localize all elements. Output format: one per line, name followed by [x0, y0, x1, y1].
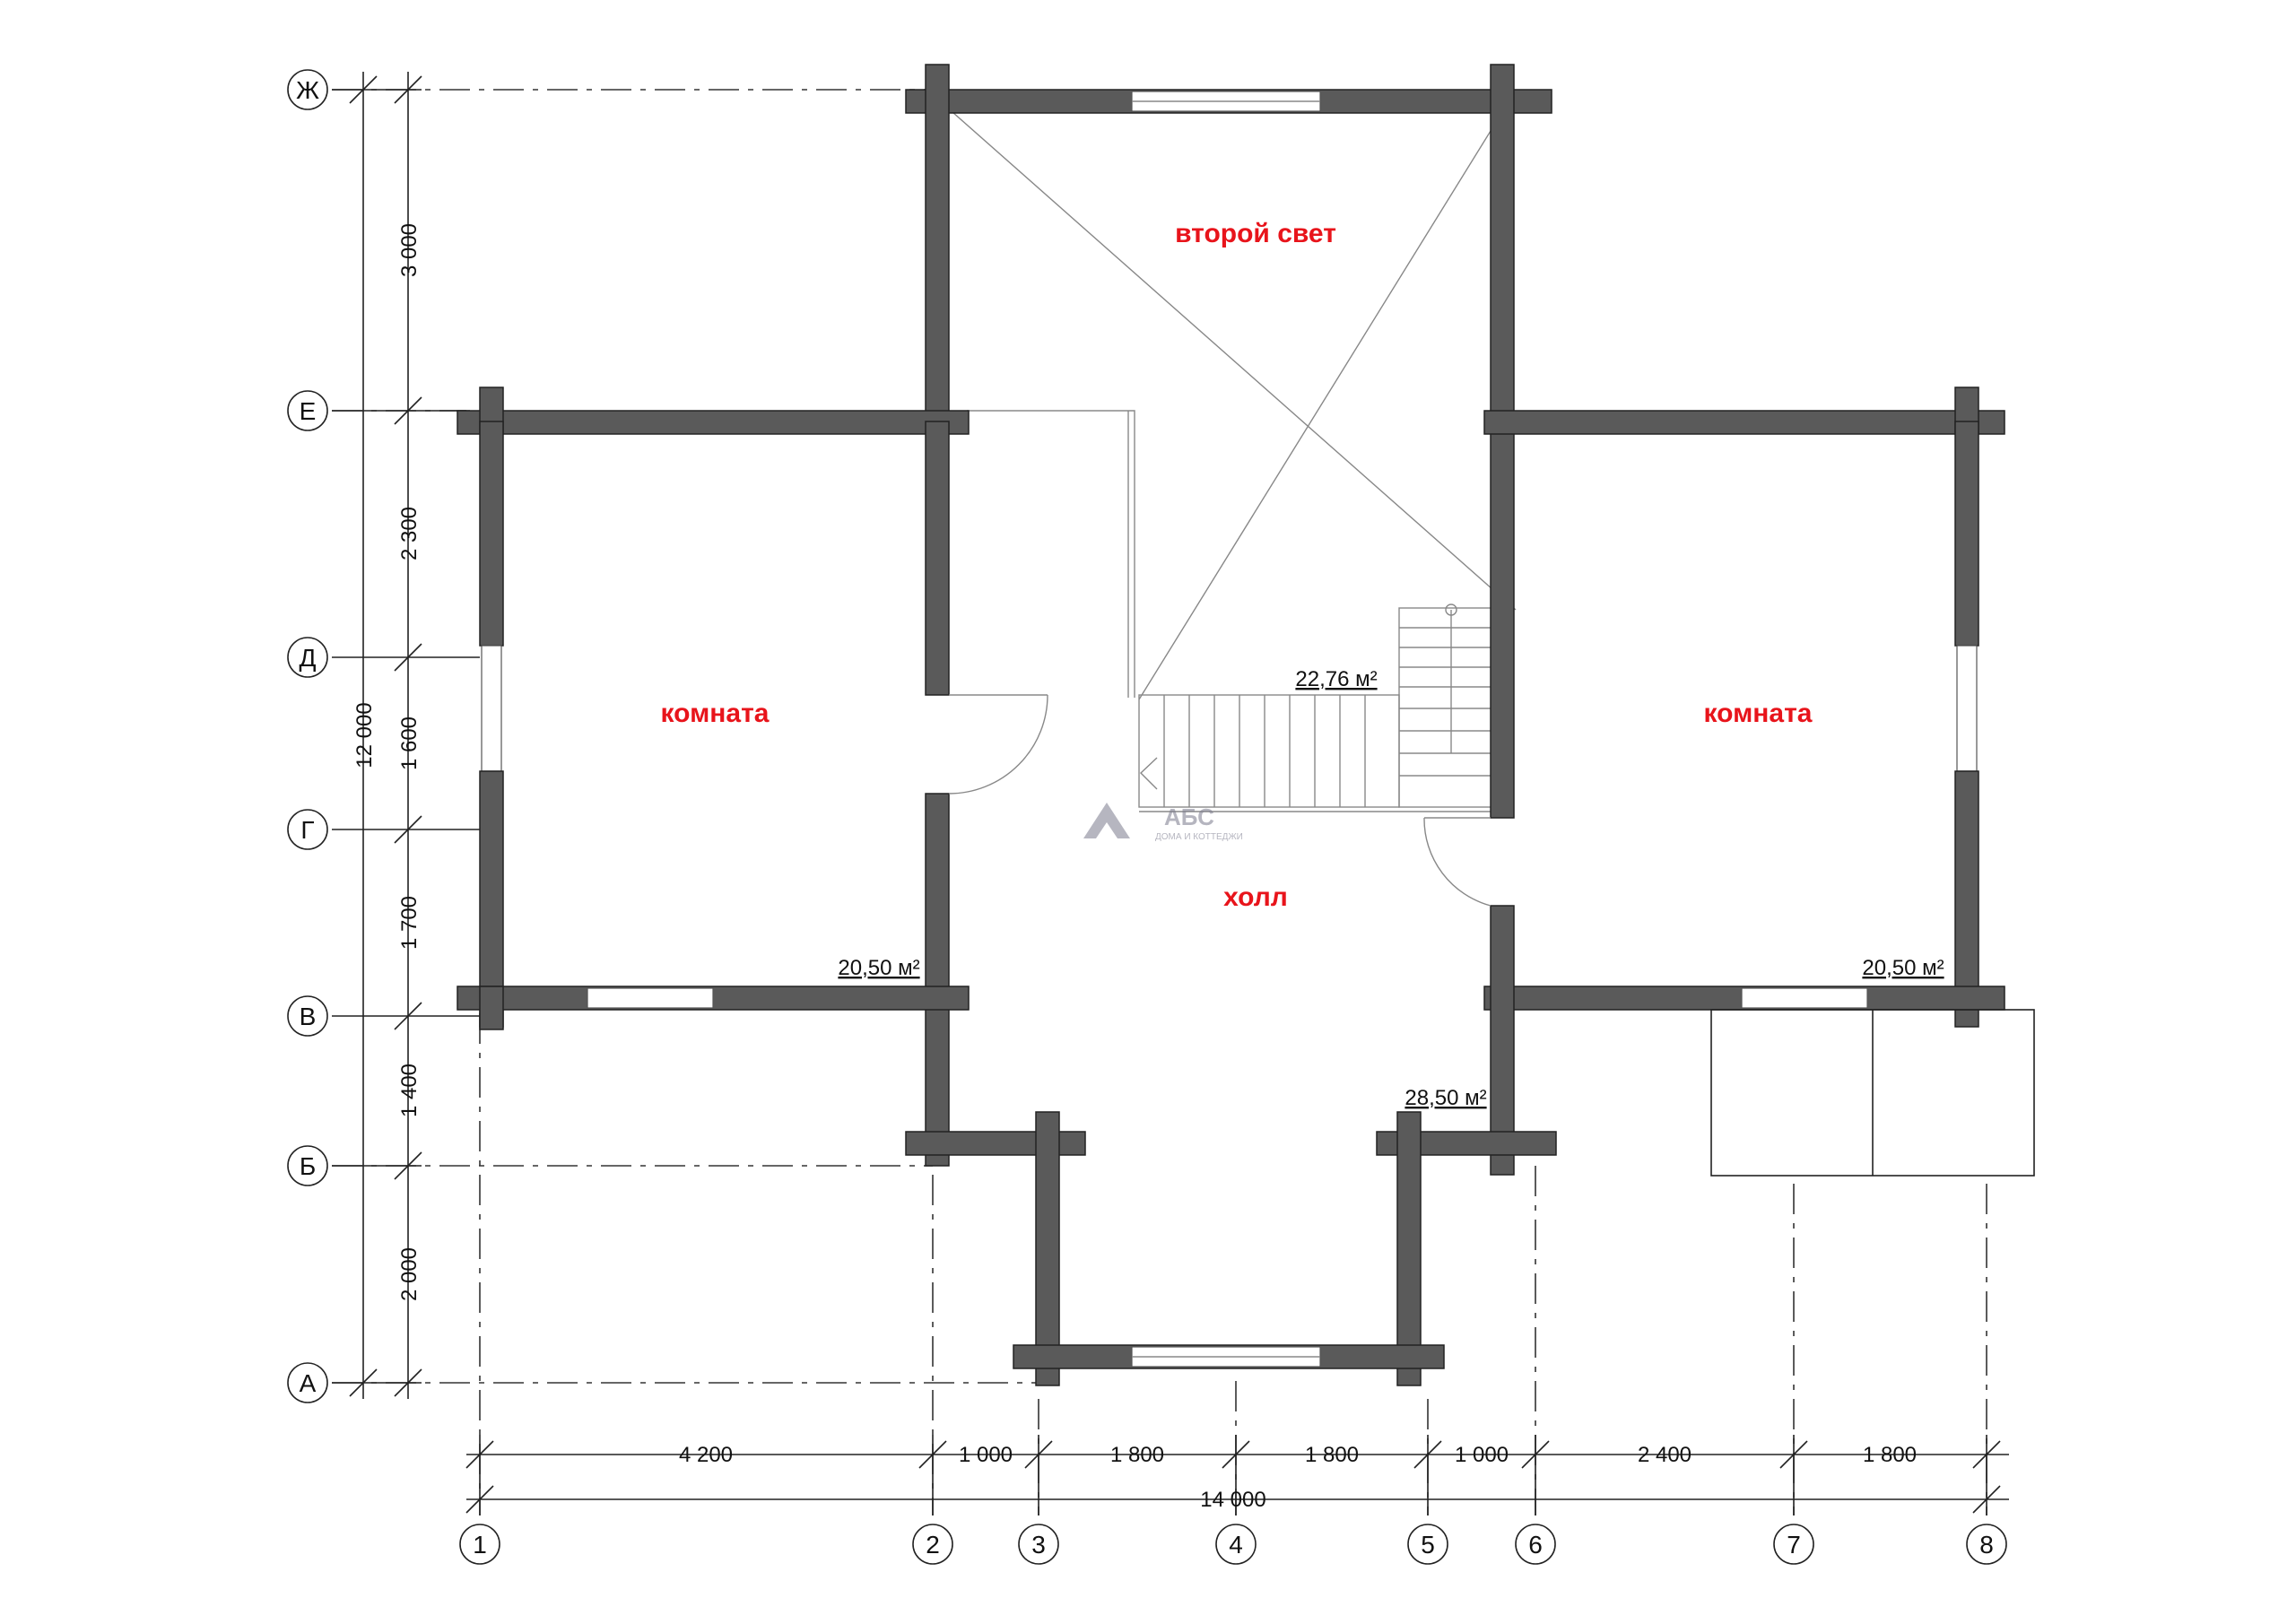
- row-axis-bubbles: Ж Е Д Г В Б А: [287, 69, 328, 1403]
- logo-triangle-icon: [1083, 803, 1130, 838]
- dim-v-2: 2 300: [397, 507, 422, 560]
- svg-text:Д: Д: [300, 644, 317, 672]
- label-hall: холл: [1223, 882, 1288, 912]
- vertical-dimensions: 3 000 2 300 1 600 1 700 1 400 2 000 12 0…: [332, 72, 480, 1399]
- walls: [457, 64, 2005, 1386]
- svg-text:2: 2: [926, 1531, 940, 1559]
- axis-row-v: В: [287, 995, 328, 1037]
- label-second-light: второй свет: [1175, 219, 1336, 248]
- label-left-room: комната: [661, 699, 770, 728]
- svg-text:Г: Г: [300, 816, 314, 844]
- dim-h-2: 1 000: [959, 1443, 1013, 1467]
- svg-text:Е: Е: [300, 397, 317, 425]
- dim-v-4: 1 700: [397, 896, 422, 950]
- axis-col-5: 5: [1407, 1524, 1448, 1565]
- dim-v-6: 2 000: [397, 1247, 422, 1301]
- svg-text:А: А: [300, 1369, 317, 1397]
- axis-col-7: 7: [1773, 1524, 1814, 1565]
- area-hall: 28,50 м²: [1405, 1086, 1486, 1110]
- area-stair: 22,76 м²: [1295, 667, 1377, 691]
- dim-h-total: 14 000: [1200, 1488, 1265, 1512]
- grid-lines: [332, 89, 1987, 1515]
- axis-col-6: 6: [1515, 1524, 1556, 1565]
- dim-v-5: 1 400: [397, 1064, 422, 1117]
- dim-h-5: 1 000: [1455, 1443, 1509, 1467]
- area-left-room: 20,50 м²: [838, 956, 919, 980]
- svg-text:Ж: Ж: [296, 76, 319, 104]
- svg-text:6: 6: [1528, 1531, 1543, 1559]
- dim-h-7: 1 800: [1863, 1443, 1917, 1467]
- svg-text:8: 8: [1979, 1531, 1994, 1559]
- logo-brand: АБС: [1164, 803, 1214, 830]
- doors: [948, 694, 1492, 907]
- staircase: [1138, 604, 1507, 812]
- svg-text:В: В: [300, 1003, 317, 1030]
- axis-col-4: 4: [1215, 1524, 1257, 1565]
- label-right-room: комната: [1704, 699, 1813, 728]
- column-axis-bubbles: 1 2 3 4 5 6 7 8: [459, 1524, 2007, 1565]
- svg-text:5: 5: [1421, 1531, 1435, 1559]
- area-right-room: 20,50 м²: [1862, 956, 1944, 980]
- svg-text:Б: Б: [300, 1152, 316, 1180]
- axis-row-d: Д: [287, 637, 328, 678]
- porch: [1710, 1009, 2035, 1177]
- dim-h-1: 4 200: [679, 1443, 733, 1467]
- axis-row-b: Б: [287, 1145, 328, 1186]
- svg-text:3: 3: [1031, 1531, 1046, 1559]
- dim-h-4: 1 800: [1305, 1443, 1359, 1467]
- axis-col-8: 8: [1966, 1524, 2007, 1565]
- axis-col-2: 2: [912, 1524, 953, 1565]
- dim-v-1: 3 000: [397, 223, 422, 277]
- svg-text:1: 1: [473, 1531, 487, 1559]
- svg-text:4: 4: [1229, 1531, 1243, 1559]
- dim-v-3: 1 600: [397, 716, 422, 770]
- axis-row-a: А: [287, 1362, 328, 1403]
- axis-row-g: Г: [287, 809, 328, 850]
- logo-tagline: ДОМА И КОТТЕДЖИ: [1155, 832, 1243, 842]
- dim-v-total: 12 000: [352, 702, 377, 768]
- brand-logo: АБС ДОМА И КОТТЕДЖИ: [1083, 803, 1243, 842]
- axis-col-1: 1: [459, 1524, 500, 1565]
- axis-col-3: 3: [1018, 1524, 1059, 1565]
- axis-row-zh: Ж: [287, 69, 328, 110]
- axis-row-e: Е: [287, 390, 328, 431]
- second-light-void: [952, 111, 1517, 700]
- horizontal-dimensions: 4 200 1 000 1 800 1 800 1 000 2 400 1 80…: [465, 1435, 2009, 1515]
- dim-h-6: 2 400: [1638, 1443, 1692, 1467]
- dim-h-3: 1 800: [1110, 1443, 1164, 1467]
- svg-text:7: 7: [1787, 1531, 1801, 1559]
- hall-partition: [967, 410, 1135, 698]
